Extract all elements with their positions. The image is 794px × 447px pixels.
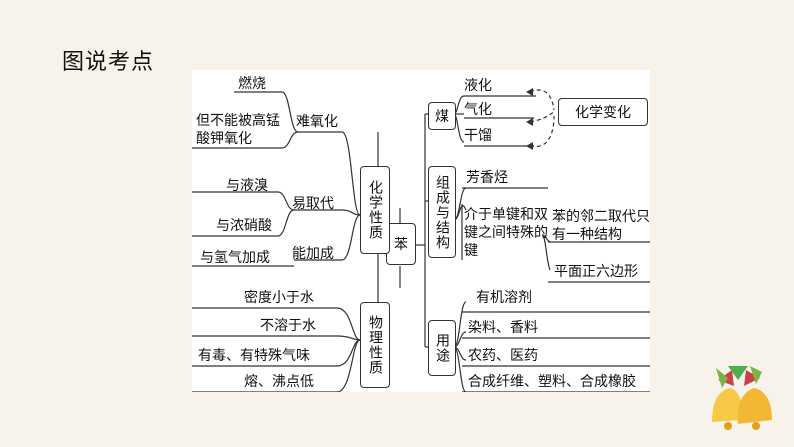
chem-group-label-addition: 能加成 <box>292 246 334 262</box>
chem-item-nitric-acid: 与浓硝酸 <box>216 218 272 234</box>
uses-item-solvent: 有机溶剂 <box>476 290 532 306</box>
chem-item-liquid-bromine: 与液溴 <box>226 178 268 194</box>
phys-item-density: 密度小于水 <box>244 290 314 306</box>
chemical-properties-box: 化学性质 <box>360 166 390 254</box>
coal-item-gasification: 气化 <box>464 102 492 118</box>
chem-item-not-oxidized: 但不能被高锰酸钾氧化 <box>196 113 280 147</box>
slide-title: 图说考点 <box>62 50 155 75</box>
bells-decoration-icon <box>712 366 772 430</box>
uses-box: 用途 <box>428 320 456 376</box>
chem-item-hydrogen-addition: 与氢气加成 <box>200 250 270 266</box>
uses-item-synthetic: 合成纤维、塑料、合成橡胶 <box>468 374 636 390</box>
chemical-change-box: 化学变化 <box>558 98 648 126</box>
composition-structure-box: 组成与结构 <box>428 166 456 258</box>
uses-item-pesticides: 农药、医药 <box>468 348 538 364</box>
chem-group-label-substitution: 易取代 <box>292 196 334 212</box>
structure-sub-item-hexagon: 平面正六边形 <box>554 264 638 280</box>
phys-item-insoluble: 不溶于水 <box>260 318 316 334</box>
coal-box: 煤 <box>428 102 456 130</box>
structure-item-special-bond: 介于单键和双键之间特殊的键 <box>464 207 548 259</box>
coal-item-distillation: 干馏 <box>464 128 492 144</box>
physical-properties-box: 物理性质 <box>360 302 390 388</box>
chem-group-label-oxidation: 难氧化 <box>296 114 338 130</box>
phys-item-toxic-odor: 有毒、有特殊气味 <box>198 348 310 364</box>
chem-item-combustion: 燃烧 <box>238 76 266 92</box>
coal-item-liquefaction: 液化 <box>464 78 492 94</box>
structure-sub-item-ortho: 苯的邻二取代只有一种结构 <box>552 209 650 243</box>
center-node: 苯 <box>386 223 416 265</box>
structure-item-aromatic: 芳香烃 <box>466 170 508 186</box>
connector-lines <box>192 88 650 392</box>
uses-item-dyes: 染料、香料 <box>468 320 538 336</box>
mind-map: 苯 化学性质 难氧化 燃烧 但不能被高锰酸钾氧化 易取代 与液溴 与浓硝酸 能加… <box>192 70 650 392</box>
phys-item-low-melting: 熔、沸点低 <box>244 374 314 390</box>
